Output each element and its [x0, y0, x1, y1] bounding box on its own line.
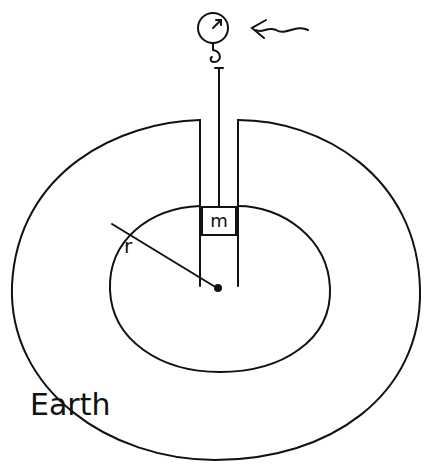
hook	[211, 44, 220, 62]
tunnel-wall	[237, 120, 239, 286]
earth-label: Earth	[30, 390, 110, 420]
center-dot	[214, 284, 222, 292]
mass-label: m	[210, 212, 228, 230]
mass-box: m	[201, 206, 237, 236]
scale-needle-head	[216, 20, 221, 25]
pointer-arrow	[256, 28, 308, 31]
scale-needle	[213, 20, 221, 28]
inner-circle	[110, 206, 330, 372]
pointer-arrow-head	[252, 20, 266, 38]
string-end	[215, 67, 223, 69]
radius-label: r	[124, 236, 132, 256]
earth-outline	[12, 120, 420, 460]
tunnel-wall	[199, 120, 201, 286]
spring-scale	[198, 13, 228, 43]
string	[218, 68, 220, 206]
